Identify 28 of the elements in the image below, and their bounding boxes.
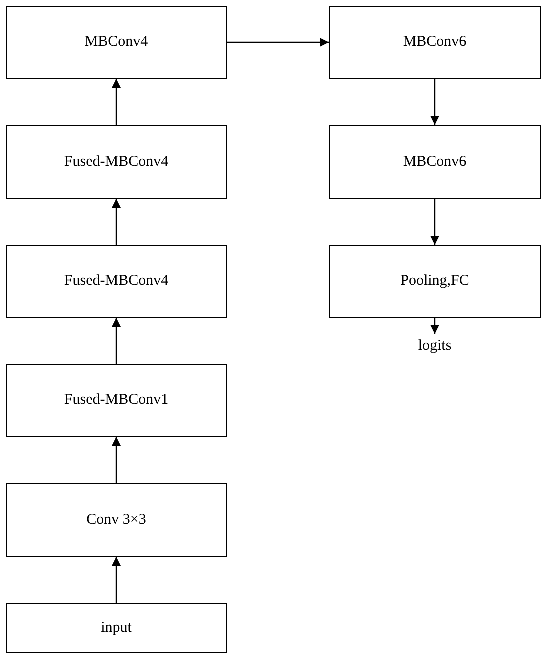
process-box [6,6,227,79]
output-label: logits [418,336,452,356]
arrow [112,199,121,245]
box-label: Fused-MBConv1 [64,391,169,410]
process-box [6,483,227,557]
arrow [430,79,440,125]
arrow [227,38,329,47]
box-label: MBConv4 [84,33,148,52]
process-box [329,125,541,199]
arrow [430,318,440,334]
process-box [6,364,227,437]
process-box [329,245,541,318]
box-label: Fused-MBConv4 [64,272,169,292]
process-box [329,6,541,79]
box-label: MBConv6 [403,33,467,52]
box-label: MBConv6 [403,152,467,172]
process-box [6,603,227,653]
arrow [112,437,121,483]
process-box [6,245,227,318]
box-label: Fused-MBConv4 [64,152,169,172]
arrow [112,318,121,364]
arrow [112,557,121,603]
box-label: input [101,618,132,638]
process-box [6,125,227,199]
arrow [430,199,440,245]
box-label: Pooling,FC [400,272,470,292]
arrow [112,79,121,125]
box-label: Conv 3×3 [86,510,146,530]
